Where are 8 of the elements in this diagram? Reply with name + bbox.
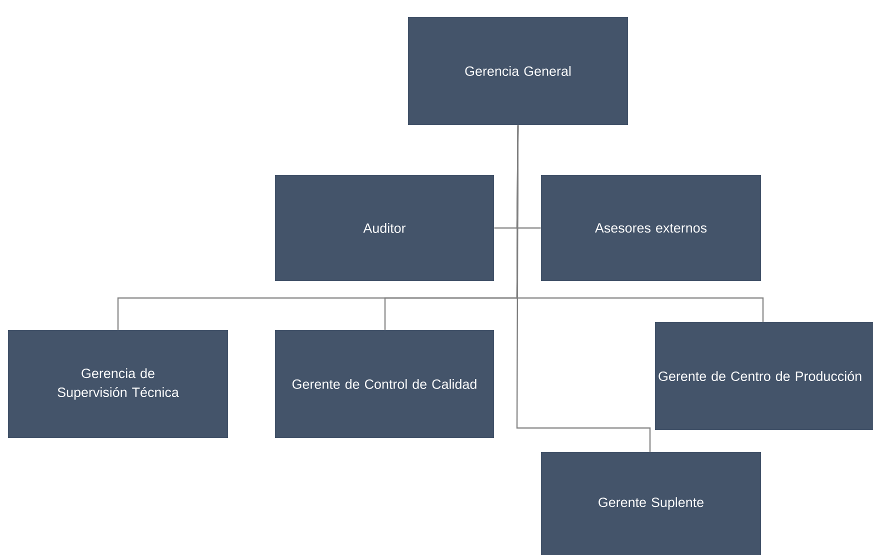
org-box: Auditor <box>275 175 494 281</box>
org-box: Gerente Suplente <box>541 452 761 555</box>
org-box: Gerente de Control de Calidad <box>275 330 494 438</box>
org-box: Asesores externos <box>541 175 761 281</box>
connector-line <box>516 125 651 452</box>
org-box: Gerencia de Supervisión Técnica <box>8 330 228 438</box>
org-box: Gerente de Centro de Producción <box>655 322 873 430</box>
org-box: Gerencia General <box>408 17 628 125</box>
